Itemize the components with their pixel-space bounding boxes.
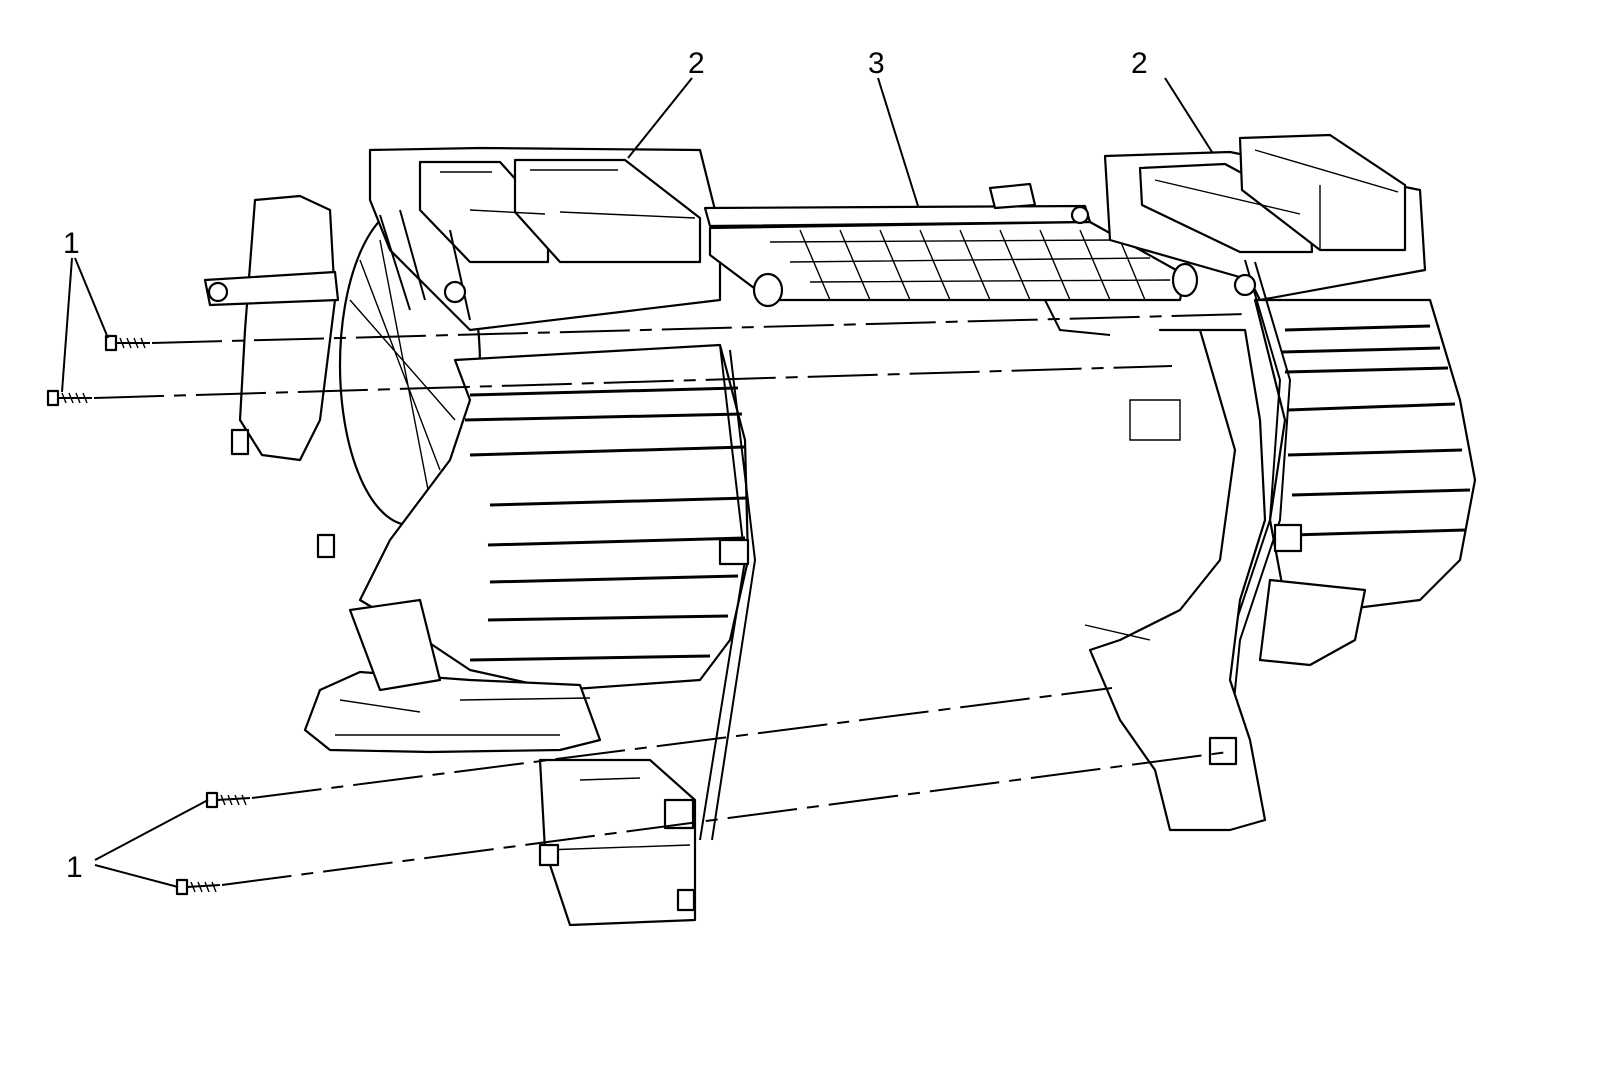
left-plenum-detail bbox=[335, 697, 591, 736]
screw-lower-1 bbox=[205, 791, 251, 809]
right-clip-lower bbox=[1208, 736, 1238, 766]
callout-2-right: 2 bbox=[1131, 47, 1148, 80]
left-duct-detail bbox=[440, 169, 696, 219]
right-linkage-pivot bbox=[1233, 273, 1257, 297]
left-clip-upper bbox=[718, 538, 750, 566]
callout-1-upper: 1 bbox=[63, 227, 80, 260]
leader-2-left bbox=[627, 77, 693, 159]
screw-lower-1-centerline bbox=[251, 687, 1113, 799]
right-inner-wall bbox=[1088, 328, 1267, 832]
left-door-linkage bbox=[379, 209, 471, 321]
left-housing-seam-inner bbox=[711, 349, 757, 841]
leader-1-upper-a bbox=[74, 257, 109, 339]
right-duct-outlet-b bbox=[1238, 133, 1407, 252]
leader-2-right bbox=[1164, 77, 1213, 153]
screw-upper-2 bbox=[46, 389, 92, 407]
left-arm-bracket bbox=[203, 270, 340, 307]
callout-2-left: 2 bbox=[688, 47, 705, 80]
fasteners-upper bbox=[46, 313, 1249, 407]
left-blower-wheel-spokes bbox=[349, 239, 456, 501]
left-leg-tab bbox=[538, 843, 560, 867]
leader-1-upper-b bbox=[61, 257, 73, 393]
left-arm-bracket-hole bbox=[207, 281, 229, 303]
screw-lower-2-centerline bbox=[221, 751, 1229, 886]
left-outlet-chute bbox=[348, 598, 442, 692]
screw-upper-1 bbox=[104, 334, 150, 352]
right-lower-housing bbox=[1258, 578, 1367, 667]
right-housing-seam-inner bbox=[1227, 261, 1292, 761]
screw-upper-2-centerline bbox=[93, 365, 1173, 399]
right-duct-detail bbox=[1154, 149, 1399, 250]
callout-1-lower: 1 bbox=[66, 851, 83, 884]
center-core-fitting bbox=[988, 182, 1037, 210]
leader-1-lower-a bbox=[94, 799, 209, 861]
center-core-tube bbox=[1044, 299, 1111, 336]
left-blower-flange bbox=[238, 194, 337, 462]
left-housing-ribbed-body bbox=[358, 343, 750, 692]
center-core-assembly bbox=[703, 182, 1199, 336]
center-core-port bbox=[1070, 205, 1090, 225]
leader-1-lower-b bbox=[94, 864, 179, 888]
left-lower-leg bbox=[538, 758, 697, 927]
right-clip-upper bbox=[1273, 523, 1303, 553]
left-lower-plenum bbox=[303, 670, 602, 754]
left-linkage-pivot bbox=[443, 280, 467, 304]
right-housing-ribs bbox=[1281, 324, 1471, 537]
right-housing-assembly bbox=[1084, 133, 1477, 832]
center-core-end-right bbox=[1171, 262, 1199, 298]
callout-3: 3 bbox=[868, 47, 885, 80]
left-lower-leg-detail bbox=[544, 777, 691, 851]
center-core-end-left bbox=[752, 272, 784, 308]
left-flange-tab bbox=[230, 428, 250, 456]
center-core-cells bbox=[769, 229, 1171, 301]
left-housing-assembly bbox=[203, 146, 757, 927]
screw-lower-2 bbox=[175, 878, 221, 896]
left-flange-tab-2 bbox=[316, 533, 336, 559]
right-inner-detail bbox=[1084, 399, 1181, 641]
left-housing-ribs bbox=[464, 386, 749, 662]
left-leg-tab-2 bbox=[676, 888, 696, 912]
leader-lines bbox=[61, 77, 1213, 888]
screw-upper-1-centerline bbox=[151, 313, 1249, 344]
leader-3 bbox=[877, 77, 919, 207]
